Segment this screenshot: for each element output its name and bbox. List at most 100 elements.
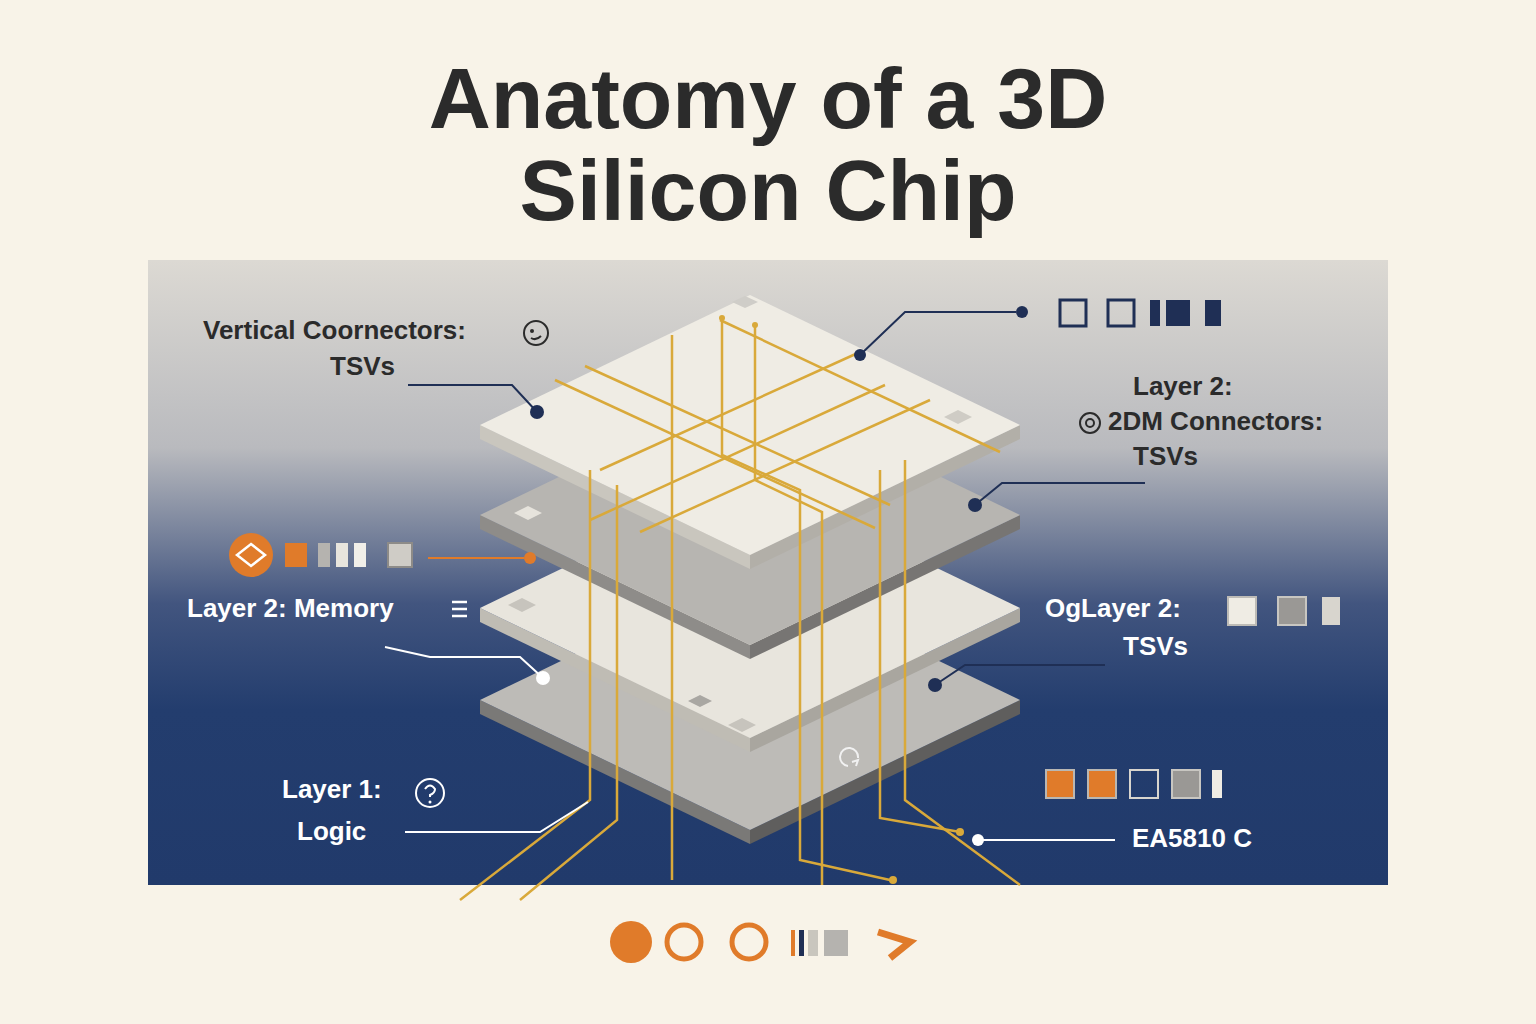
swatch-row-top-part xyxy=(1150,300,1160,326)
swatch-row-top xyxy=(1060,300,1221,326)
wire-ends-part xyxy=(956,828,964,836)
tsv-wires-part xyxy=(671,335,674,880)
tsv-wires-part xyxy=(755,325,822,885)
callout-label: Layer 1: xyxy=(282,773,382,805)
pad-squares-part xyxy=(514,506,542,520)
swatch-row-lower xyxy=(1046,770,1222,798)
tsv-wires-part xyxy=(585,366,890,505)
swatch-row-left-part xyxy=(388,543,412,567)
footer-icons-part xyxy=(732,925,766,959)
label-icons-part xyxy=(1086,419,1094,427)
leader-lines-part xyxy=(975,483,1145,505)
leader-dots-part xyxy=(972,834,984,846)
tsv-wires-part xyxy=(640,400,930,532)
tsv-wires-part xyxy=(555,380,875,528)
callout-label: TSVs xyxy=(330,350,395,382)
swatch-row-right-part xyxy=(1228,597,1256,625)
leader-dots-part xyxy=(1016,306,1028,318)
top-plate xyxy=(480,295,1020,569)
label-icons-part xyxy=(425,786,435,798)
callout-label: Layer 2: xyxy=(1133,370,1233,402)
leader-lines-part xyxy=(428,557,524,559)
wire-ends-part xyxy=(752,322,758,328)
pad-squares-part xyxy=(732,296,758,308)
wire-ends-part xyxy=(889,876,897,884)
swatch-row-left-part xyxy=(237,544,265,566)
swatch-row-lower-part xyxy=(1172,770,1200,798)
swatch-row-top-part xyxy=(1060,300,1086,326)
callout-label: EA5810 C xyxy=(1132,822,1252,854)
footer-icons-part xyxy=(610,921,652,963)
tsv-wires-part xyxy=(460,470,590,900)
leader-lines-part xyxy=(935,665,1105,685)
swatch-row-lower-part xyxy=(1212,770,1222,798)
callout-label: Logic xyxy=(297,815,366,847)
leader-dots-part xyxy=(524,552,536,564)
swatch-row-top-part xyxy=(1108,300,1134,326)
panel xyxy=(148,260,1388,885)
footer-icons-part xyxy=(824,930,848,956)
leader-dots-part xyxy=(928,678,942,692)
tsv-wires-part xyxy=(905,460,1020,885)
swatch-row-lower-part xyxy=(1130,770,1158,798)
swatch-row-left-part xyxy=(336,543,348,567)
label-icons xyxy=(416,321,1100,807)
footer-icons xyxy=(610,921,910,963)
footer-icons-part xyxy=(799,930,804,956)
label-icons-part xyxy=(531,336,541,339)
leader-lines-part xyxy=(385,647,543,678)
pad-squares-part xyxy=(728,718,756,732)
label-icons-part xyxy=(429,801,432,804)
leader-lines-part xyxy=(408,385,537,412)
swatch-row-top-part xyxy=(1166,300,1190,326)
leader-lines-part xyxy=(860,312,1016,355)
top-plate-part xyxy=(480,295,1020,555)
leader-dots-part xyxy=(530,405,544,419)
swatch-row-top-part xyxy=(1205,300,1221,326)
label-icons-part xyxy=(530,329,534,333)
swatch-row-right xyxy=(1228,597,1340,625)
swatch-row-left xyxy=(229,533,412,577)
leader-dots-part xyxy=(536,671,550,685)
swatch-row-lower-part xyxy=(1046,770,1074,798)
tsv-wires-part xyxy=(722,318,890,880)
label-icons-part xyxy=(452,602,467,616)
tsv-wires xyxy=(460,318,1020,900)
callout-label: Vertical Coornectors: xyxy=(203,314,466,346)
callout-label: OgLayer 2: xyxy=(1045,592,1181,624)
swatch-row-right-part xyxy=(1322,597,1340,625)
swatch-row-left-part xyxy=(285,543,307,567)
leader-dots-part xyxy=(968,498,982,512)
footer-icons-part xyxy=(808,930,818,956)
pad-squares-part xyxy=(508,598,536,612)
page-title: Anatomy of a 3D Silicon Chip xyxy=(318,52,1218,236)
footer-icons-part xyxy=(667,925,701,959)
label-icons-part xyxy=(1080,413,1100,433)
callout-label: TSVs xyxy=(1123,630,1188,662)
swatch-row-left-part xyxy=(229,533,273,577)
callout-label: Layer 2: Memory xyxy=(187,592,394,624)
tsv-wires-part xyxy=(590,385,885,520)
pad-squares xyxy=(508,296,972,732)
rotate-icon xyxy=(840,748,858,766)
leader-lines xyxy=(385,312,1145,840)
swatch-row-right-part xyxy=(1278,597,1306,625)
swatch-row-lower-part xyxy=(1088,770,1116,798)
footer-icons-part xyxy=(878,932,910,958)
callout-label: TSVs xyxy=(1133,440,1198,472)
tsv-wires-part xyxy=(880,470,960,832)
leader-dots xyxy=(524,306,1028,846)
leader-lines-part xyxy=(978,839,1115,841)
label-icons-part xyxy=(416,779,444,807)
swatch-row-left-part xyxy=(354,543,366,567)
pad-squares-part xyxy=(688,695,712,707)
tsv-wires-part xyxy=(520,485,617,900)
leader-dots-part xyxy=(854,349,866,361)
label-icons-part xyxy=(524,321,548,345)
callout-label: 2DM Connectors: xyxy=(1108,405,1323,437)
wire-ends-part xyxy=(719,315,725,321)
tsv-wires-part xyxy=(600,352,860,470)
rotate-icon-part xyxy=(840,748,858,766)
swatch-row-left-part xyxy=(318,543,330,567)
pad-squares-part xyxy=(944,410,972,424)
